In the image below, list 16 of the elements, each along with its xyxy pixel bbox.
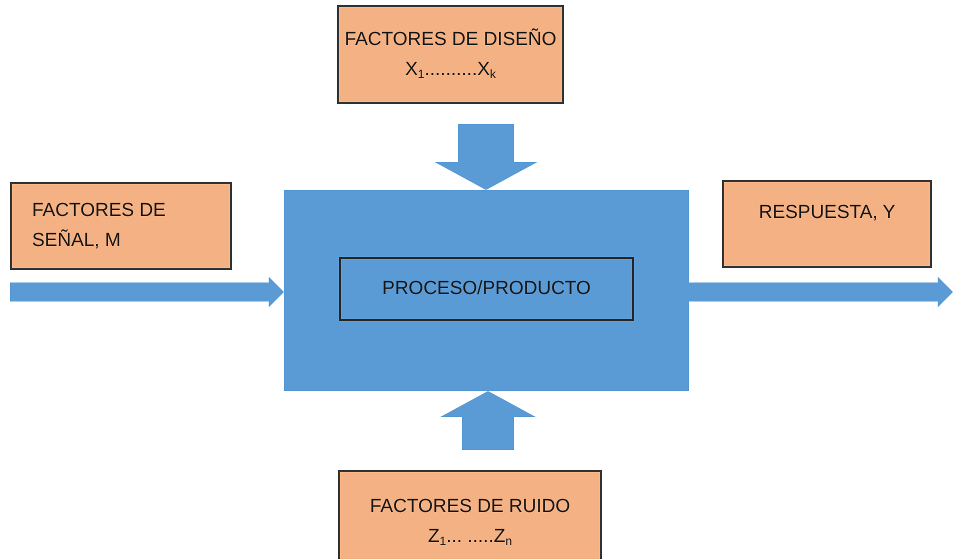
- framed-label: PROCESO/PRODUCTO: [339, 256, 634, 320]
- box-label: FACTORES DE RUIDO: [370, 495, 570, 519]
- process-box: [284, 190, 689, 391]
- box-label: RESPUESTA, Y: [758, 201, 896, 225]
- block-arrow: [10, 276, 284, 308]
- block-arrow: [440, 391, 536, 450]
- factor-box: [337, 5, 564, 104]
- box-label: X$_{1}$..........X$_{k}$: [405, 58, 496, 82]
- box-label: Z$_{1}$... .....Z$_{n}$: [428, 525, 512, 550]
- block-arrow: [434, 124, 538, 190]
- response-box: [722, 180, 932, 268]
- factor-box: [10, 182, 232, 270]
- factor-box: [338, 470, 602, 559]
- box-label: FACTORES DE SEÑAL, M: [32, 199, 167, 253]
- block-arrow: [689, 276, 953, 308]
- box-label: FACTORES DE DISEÑO: [344, 27, 556, 52]
